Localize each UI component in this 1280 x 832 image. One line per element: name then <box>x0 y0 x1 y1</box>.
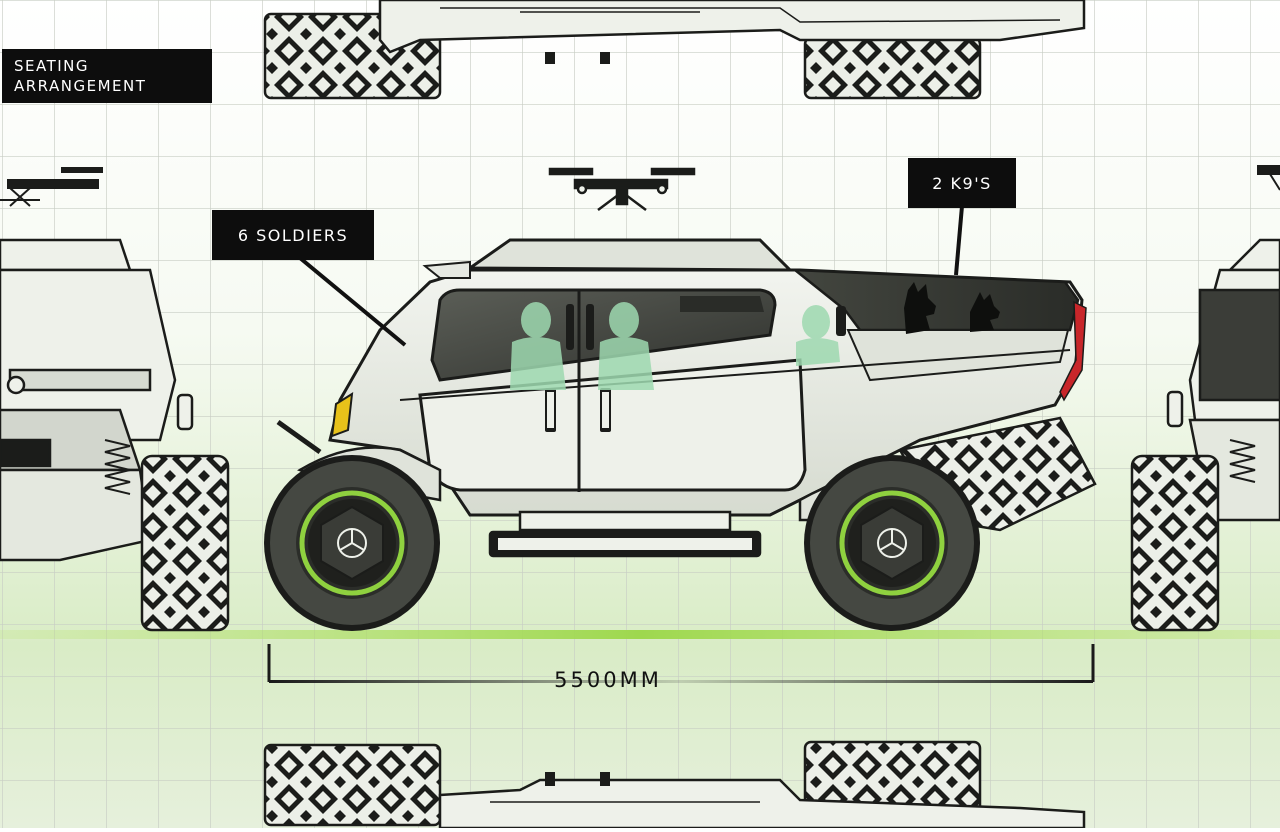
drone-icon <box>0 167 103 207</box>
rear-view-vehicle <box>1130 165 1280 632</box>
bottom-view-vehicle <box>263 740 1086 830</box>
suspension-spring <box>104 439 131 495</box>
seating-label-line1: SEATING <box>14 57 90 75</box>
dog-silhouette-icon <box>970 292 1000 332</box>
soldiers-callout-text: 6 SOLDIERS <box>237 225 349 245</box>
length-dimension-label: 5500MM <box>554 668 662 692</box>
soldier-silhouette-icon <box>796 305 840 366</box>
k9-callout-label: 2 K9'S <box>908 158 1016 208</box>
side-view-vehicle <box>264 167 1097 631</box>
mercedes-star-icon <box>877 528 907 558</box>
drone-icon <box>1257 165 1280 191</box>
k9-leader-line <box>954 205 964 276</box>
soldiers-callout-label: 6 SOLDIERS <box>212 210 374 260</box>
headlight <box>330 392 354 438</box>
front-wheel <box>264 455 440 631</box>
k9-callout-text: 2 K9'S <box>932 173 992 193</box>
ground-line <box>0 630 1280 639</box>
seating-label-line2: ARRANGEMENT <box>14 77 147 95</box>
dimension-line <box>267 644 1095 683</box>
dog-silhouette-icon <box>904 282 936 334</box>
rear-wheel <box>804 455 980 631</box>
roof <box>465 238 794 272</box>
seating-arrangement-label: SEATING ARRANGEMENT <box>2 49 212 103</box>
front-view-vehicle <box>0 167 230 632</box>
soldier-silhouette-icon <box>510 302 566 390</box>
mercedes-star-icon <box>337 528 367 558</box>
top-view-vehicle <box>263 0 1086 100</box>
side-step <box>488 510 762 558</box>
soldier-silhouette-icon <box>598 302 654 390</box>
drone-icon <box>548 167 696 211</box>
tail-light <box>1059 300 1087 402</box>
soldiers-leader-line <box>298 256 407 347</box>
